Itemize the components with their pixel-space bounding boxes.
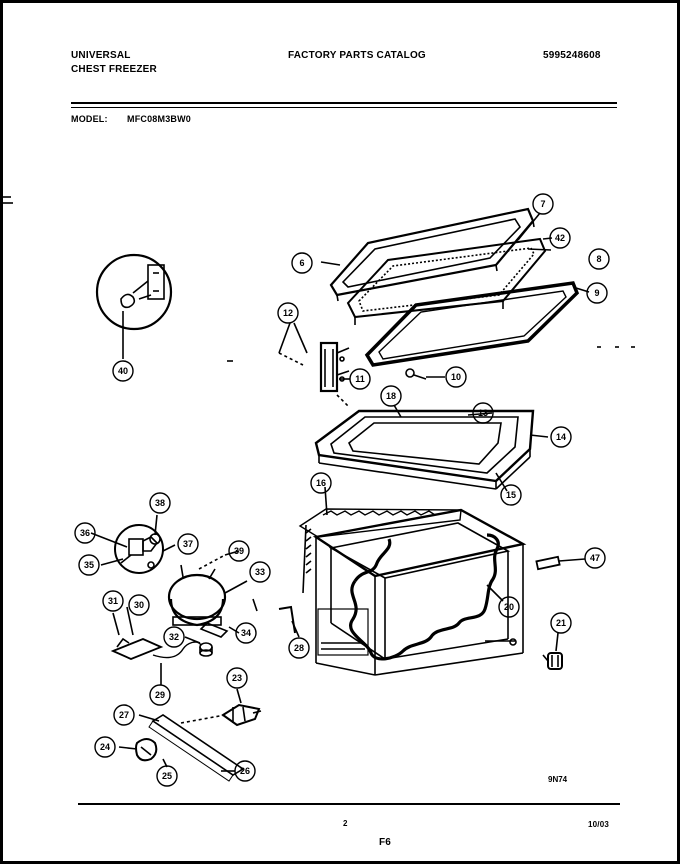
callout-14: 14 bbox=[556, 432, 566, 442]
header-rule-thick bbox=[71, 102, 617, 104]
callout-10: 10 bbox=[451, 372, 461, 382]
callout-13: 13 bbox=[478, 408, 488, 418]
compressor bbox=[167, 564, 229, 638]
brand-line-1: UNIVERSAL bbox=[71, 50, 131, 61]
callout-16: 16 bbox=[316, 478, 326, 488]
callout-18: 18 bbox=[386, 391, 396, 401]
callout-39: 39 bbox=[234, 546, 244, 556]
callout-24: 24 bbox=[100, 742, 110, 752]
start-relay-31 bbox=[110, 637, 164, 660]
callout-7: 7 bbox=[540, 199, 545, 209]
power-cord-bracket bbox=[278, 605, 296, 634]
brand-line-2: CHEST FREEZER bbox=[71, 64, 157, 75]
callout-12: 12 bbox=[283, 308, 293, 318]
catalog-number: 5995248608 bbox=[543, 50, 601, 61]
callout-26: 26 bbox=[240, 766, 250, 776]
lid-hinge bbox=[319, 341, 350, 393]
grommet-32 bbox=[199, 642, 213, 657]
callout-25: 25 bbox=[162, 771, 172, 781]
callout-35: 35 bbox=[84, 560, 94, 570]
breaker-strip-frame bbox=[314, 409, 535, 490]
footer-rule bbox=[78, 803, 620, 805]
callout-40: 40 bbox=[118, 366, 128, 376]
callout-6: 6 bbox=[299, 258, 304, 268]
control-knob-24 bbox=[135, 738, 158, 762]
lid-liner-panel bbox=[346, 237, 547, 325]
trim-strip-47 bbox=[535, 555, 561, 571]
callout-36: 36 bbox=[80, 528, 90, 538]
callout-15: 15 bbox=[506, 490, 516, 500]
callout-33: 33 bbox=[255, 567, 265, 577]
exploded-parts-diagram: 6 7 42 8 9 12 11 10 40 18 13 14 15 16 38 36 37 39 35 33 31 30… bbox=[3, 193, 635, 787]
drain-plug bbox=[542, 652, 563, 670]
callout-27: 27 bbox=[119, 710, 129, 720]
callout-32: 32 bbox=[169, 632, 179, 642]
callout-30: 30 bbox=[134, 600, 144, 610]
revision-date: 10/03 bbox=[588, 820, 610, 829]
lid-gasket bbox=[364, 281, 580, 367]
callout-23: 23 bbox=[232, 673, 242, 683]
model-label: MODEL: bbox=[71, 114, 108, 124]
thermostat-23 bbox=[221, 703, 262, 727]
hinge-screw bbox=[405, 368, 427, 380]
callout-9: 9 bbox=[594, 288, 599, 298]
control-panel-26 bbox=[148, 714, 245, 782]
callout-20: 20 bbox=[504, 602, 514, 612]
page-ref: F6 bbox=[379, 837, 392, 848]
detail-inset-circle bbox=[95, 253, 173, 331]
callout-21: 21 bbox=[556, 618, 566, 628]
callout-labels: 6 7 42 8 9 12 11 10 40 18 13 14 15 16 38 36 37 39 35 33 31 30… bbox=[80, 199, 602, 781]
callout-bubbles bbox=[74, 193, 610, 787]
freezer-cabinet bbox=[298, 508, 527, 676]
callout-11: 11 bbox=[355, 374, 365, 384]
callout-31: 31 bbox=[108, 596, 118, 606]
model-number: MFC08M3BW0 bbox=[127, 114, 192, 124]
callout-47: 47 bbox=[590, 553, 600, 563]
figure-code: 9N74 bbox=[548, 775, 568, 784]
header-rule-thin bbox=[71, 107, 617, 108]
callout-37: 37 bbox=[183, 539, 193, 549]
catalog-title: FACTORY PARTS CATALOG bbox=[288, 50, 426, 61]
callout-38: 38 bbox=[155, 498, 165, 508]
callout-8: 8 bbox=[596, 254, 601, 264]
callout-29: 29 bbox=[155, 690, 165, 700]
page-number: 2 bbox=[343, 819, 348, 828]
callout-34: 34 bbox=[241, 628, 251, 638]
condenser-tubing bbox=[349, 533, 500, 661]
callout-28: 28 bbox=[294, 643, 304, 653]
relay-overload-assembly bbox=[114, 524, 164, 574]
callout-42: 42 bbox=[555, 233, 565, 243]
